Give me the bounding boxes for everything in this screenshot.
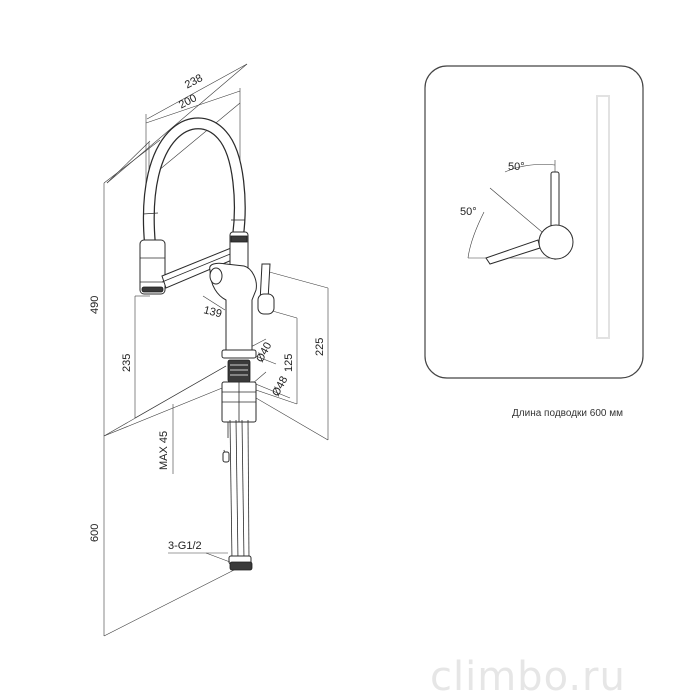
dimension-max-45: MAX 45 (103, 383, 233, 474)
thread-callout: 3-G1/2 (168, 540, 231, 563)
dimension-139-label: 139 (202, 304, 223, 320)
dimension-diameter-40-label: Ø40 (254, 340, 274, 364)
dimension-125-label: 125 (283, 354, 295, 372)
faucet (139, 117, 275, 571)
watermark-climbo: climbo.ru (430, 654, 626, 700)
dimension-139: 139 (202, 295, 226, 320)
supply-hoses (222, 419, 250, 561)
base-flange (221, 349, 257, 359)
dimension-490-label: 490 (89, 296, 101, 314)
top-view-base (538, 224, 574, 260)
hose-length-note: Длина подводки 600 мм (512, 408, 623, 419)
hose-connectors (228, 555, 253, 571)
dimension-235: 235 (121, 295, 227, 419)
dimension-238-label: 238 (183, 72, 205, 91)
dimension-225-label: 225 (314, 338, 326, 356)
dimension-600-label: 600 (89, 524, 101, 542)
angle-left-label: 50° (460, 206, 477, 218)
angle-detail-panel: 50° 50° (424, 65, 644, 379)
dimension-600: 600 (89, 436, 239, 637)
thread-label: 3-G1/2 (168, 540, 202, 552)
dimension-max-45-label: MAX 45 (158, 431, 170, 470)
wall-strip (596, 95, 610, 339)
dimension-235-label: 235 (121, 354, 133, 372)
mounting-nut (227, 359, 251, 383)
angle-panel-frame (424, 65, 644, 379)
faucet-body (209, 262, 257, 351)
angle-top-label: 50° (508, 161, 525, 173)
dimension-diameter-48-label: Ø48 (270, 374, 290, 398)
dimension-125: 125 (249, 307, 298, 405)
spray-head (139, 239, 166, 295)
dimension-200-label: 200 (177, 92, 199, 111)
